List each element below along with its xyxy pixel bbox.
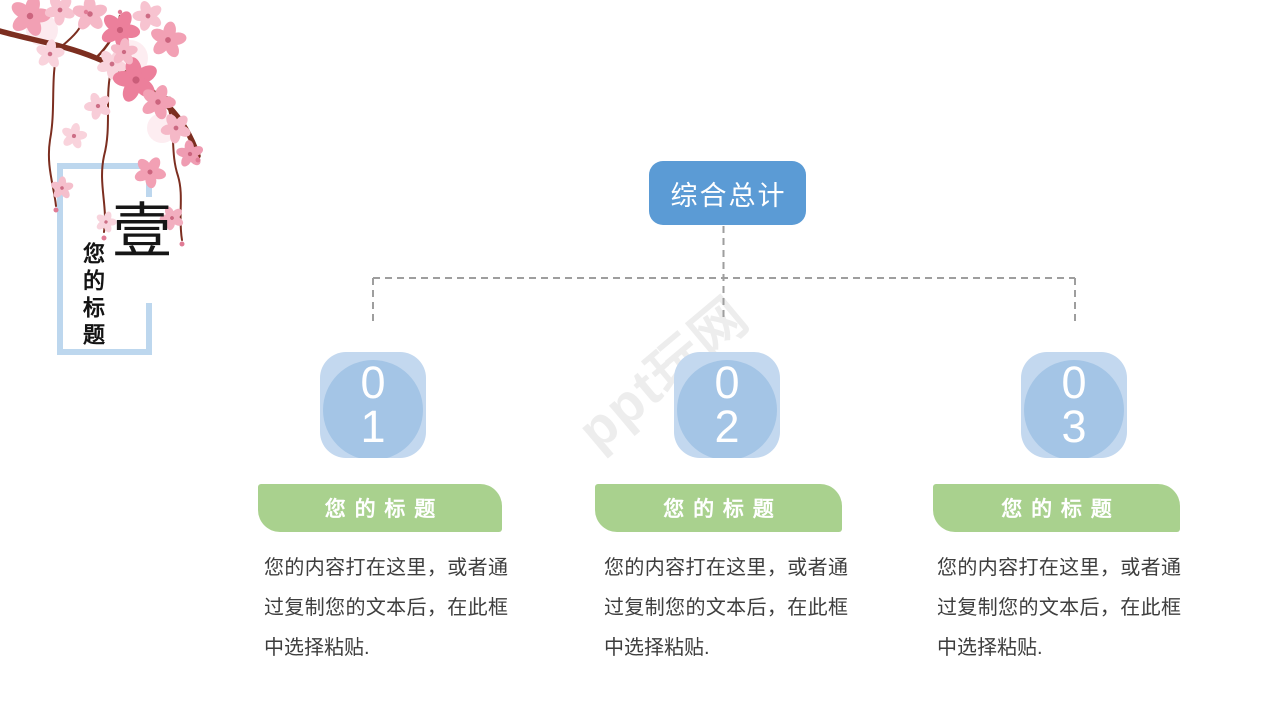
column-title-bar-1: 您的标题 <box>258 484 502 532</box>
column-title-bar-3: 您的标题 <box>933 484 1180 532</box>
section-frame-right-border-bottom <box>146 303 152 355</box>
column-body-text-3: 您的内容打在这里，或者通过复制您的文本后，在此框中选择粘贴. <box>937 557 1181 659</box>
org-node-03: 0 3 <box>1021 352 1127 458</box>
org-node-circle <box>677 360 777 458</box>
org-node-02: 0 2 <box>674 352 780 458</box>
section-frame-bottom-border <box>57 349 152 355</box>
column-body-text-1: 您的内容打在这里，或者通过复制您的文本后，在此框中选择粘贴. <box>264 557 508 659</box>
root-node-label: 综合总计 <box>670 180 787 211</box>
org-node-number: 0 1 <box>320 357 426 452</box>
org-node-number: 0 3 <box>1021 357 1127 452</box>
column-title: 您的标题 <box>663 498 783 521</box>
org-node-circle <box>1024 360 1124 458</box>
digit-bottom: 3 <box>1061 401 1087 452</box>
section-frame-top-border <box>57 163 152 169</box>
digit-bottom: 2 <box>714 401 740 452</box>
column-title-bar-2: 您的标题 <box>595 484 842 532</box>
digit-bottom: 1 <box>360 401 386 452</box>
column-body-text-2: 您的内容打在这里，或者通过复制您的文本后，在此框中选择粘贴. <box>604 557 848 659</box>
org-node-circle <box>323 360 423 458</box>
cherry-blossom-branch-icon <box>0 0 209 247</box>
chapter-title-vertical-text: 您的标题 <box>80 242 105 350</box>
org-node-01: 0 1 <box>320 352 426 458</box>
root-node: 综合总计 <box>649 161 806 225</box>
section-frame-left-border <box>57 163 63 355</box>
chapter-number-text: 壹 <box>112 199 172 265</box>
column-title: 您的标题 <box>324 498 445 521</box>
column-title: 您的标题 <box>1001 498 1121 521</box>
digit-top: 0 <box>714 357 740 408</box>
digit-top: 0 <box>360 357 386 408</box>
org-node-number: 0 2 <box>674 357 780 452</box>
digit-top: 0 <box>1061 357 1087 408</box>
